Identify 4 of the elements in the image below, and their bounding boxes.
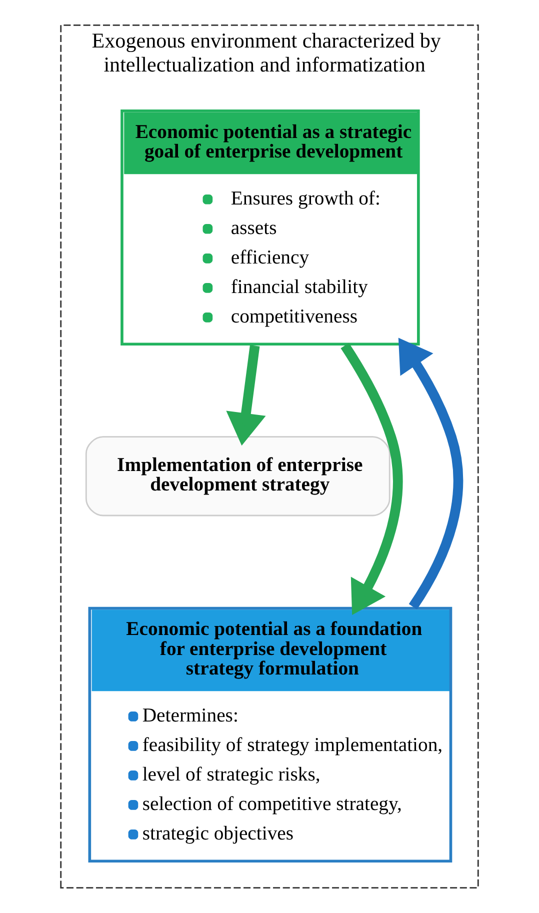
node-box: Implementation of enterprise development strategy bbox=[85, 436, 390, 516]
arrow bbox=[340, 342, 403, 615]
arrow bbox=[398, 338, 464, 610]
arrow bbox=[226, 345, 266, 446]
